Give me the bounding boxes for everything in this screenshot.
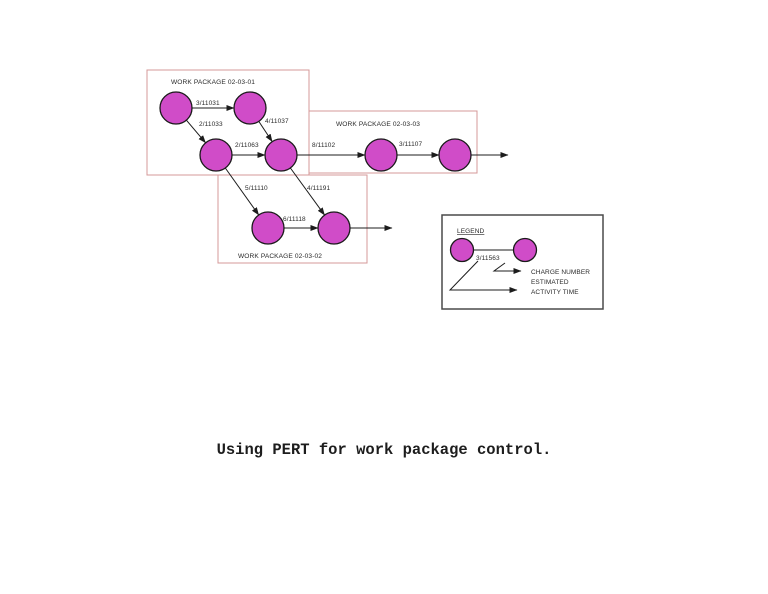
legend-node-right [512,237,538,263]
legend-box [441,214,604,310]
figure-caption: Using PERT for work package control. [216,441,552,459]
legend-activity-time-pointer [448,260,518,293]
edge-arrow-2-4 [258,121,273,143]
pert-node-5 [364,138,398,172]
pert-node-2 [233,91,267,125]
edge-label: 3/11107 [399,141,423,148]
legend-title: LEGEND [457,228,485,235]
edge-label: 6/11118 [283,216,306,223]
edge-label: 5/11110 [245,185,268,192]
legend-node-left [449,237,475,263]
legend-charge-number-pointer [492,262,522,274]
edge-arrow-1-3 [186,119,206,144]
pert-node-1 [159,91,193,125]
edge-arrow-3-7 [224,167,260,216]
legend-charge-number-label: CHARGE NUMBER [531,269,590,276]
edge-label: 4/11037 [265,118,289,125]
legend-activity-time-label: ACTIVITY TIME [531,289,579,296]
work-package-box-02-03-03 [308,110,478,174]
pert-diagram: WORK PACKAGE 02-03-01 WORK PACKAGE 02-03… [146,69,604,310]
pert-node-7 [251,211,285,245]
pert-node-3 [199,138,233,172]
pert-node-8 [317,211,351,245]
edge-label: 4/11191 [307,185,331,192]
edge-label: 2/11063 [235,142,259,149]
edge-arrow-4-8 [289,167,326,216]
work-package-title-02-03-01: WORK PACKAGE 02-03-01 [171,79,255,86]
pert-node-4 [264,138,298,172]
legend-sample-value: 3/11563 [476,255,500,262]
work-package-title-02-03-03: WORK PACKAGE 02-03-03 [336,121,420,128]
edge-label: 2/11033 [199,121,223,128]
work-package-box-02-03-02 [217,174,368,264]
work-package-title-02-03-02: WORK PACKAGE 02-03-02 [238,253,322,260]
legend-estimated-label: ESTIMATED [531,279,569,286]
edge-label: 8/11102 [312,142,336,149]
pert-node-6 [438,138,472,172]
edge-label: 3/11031 [196,100,220,107]
